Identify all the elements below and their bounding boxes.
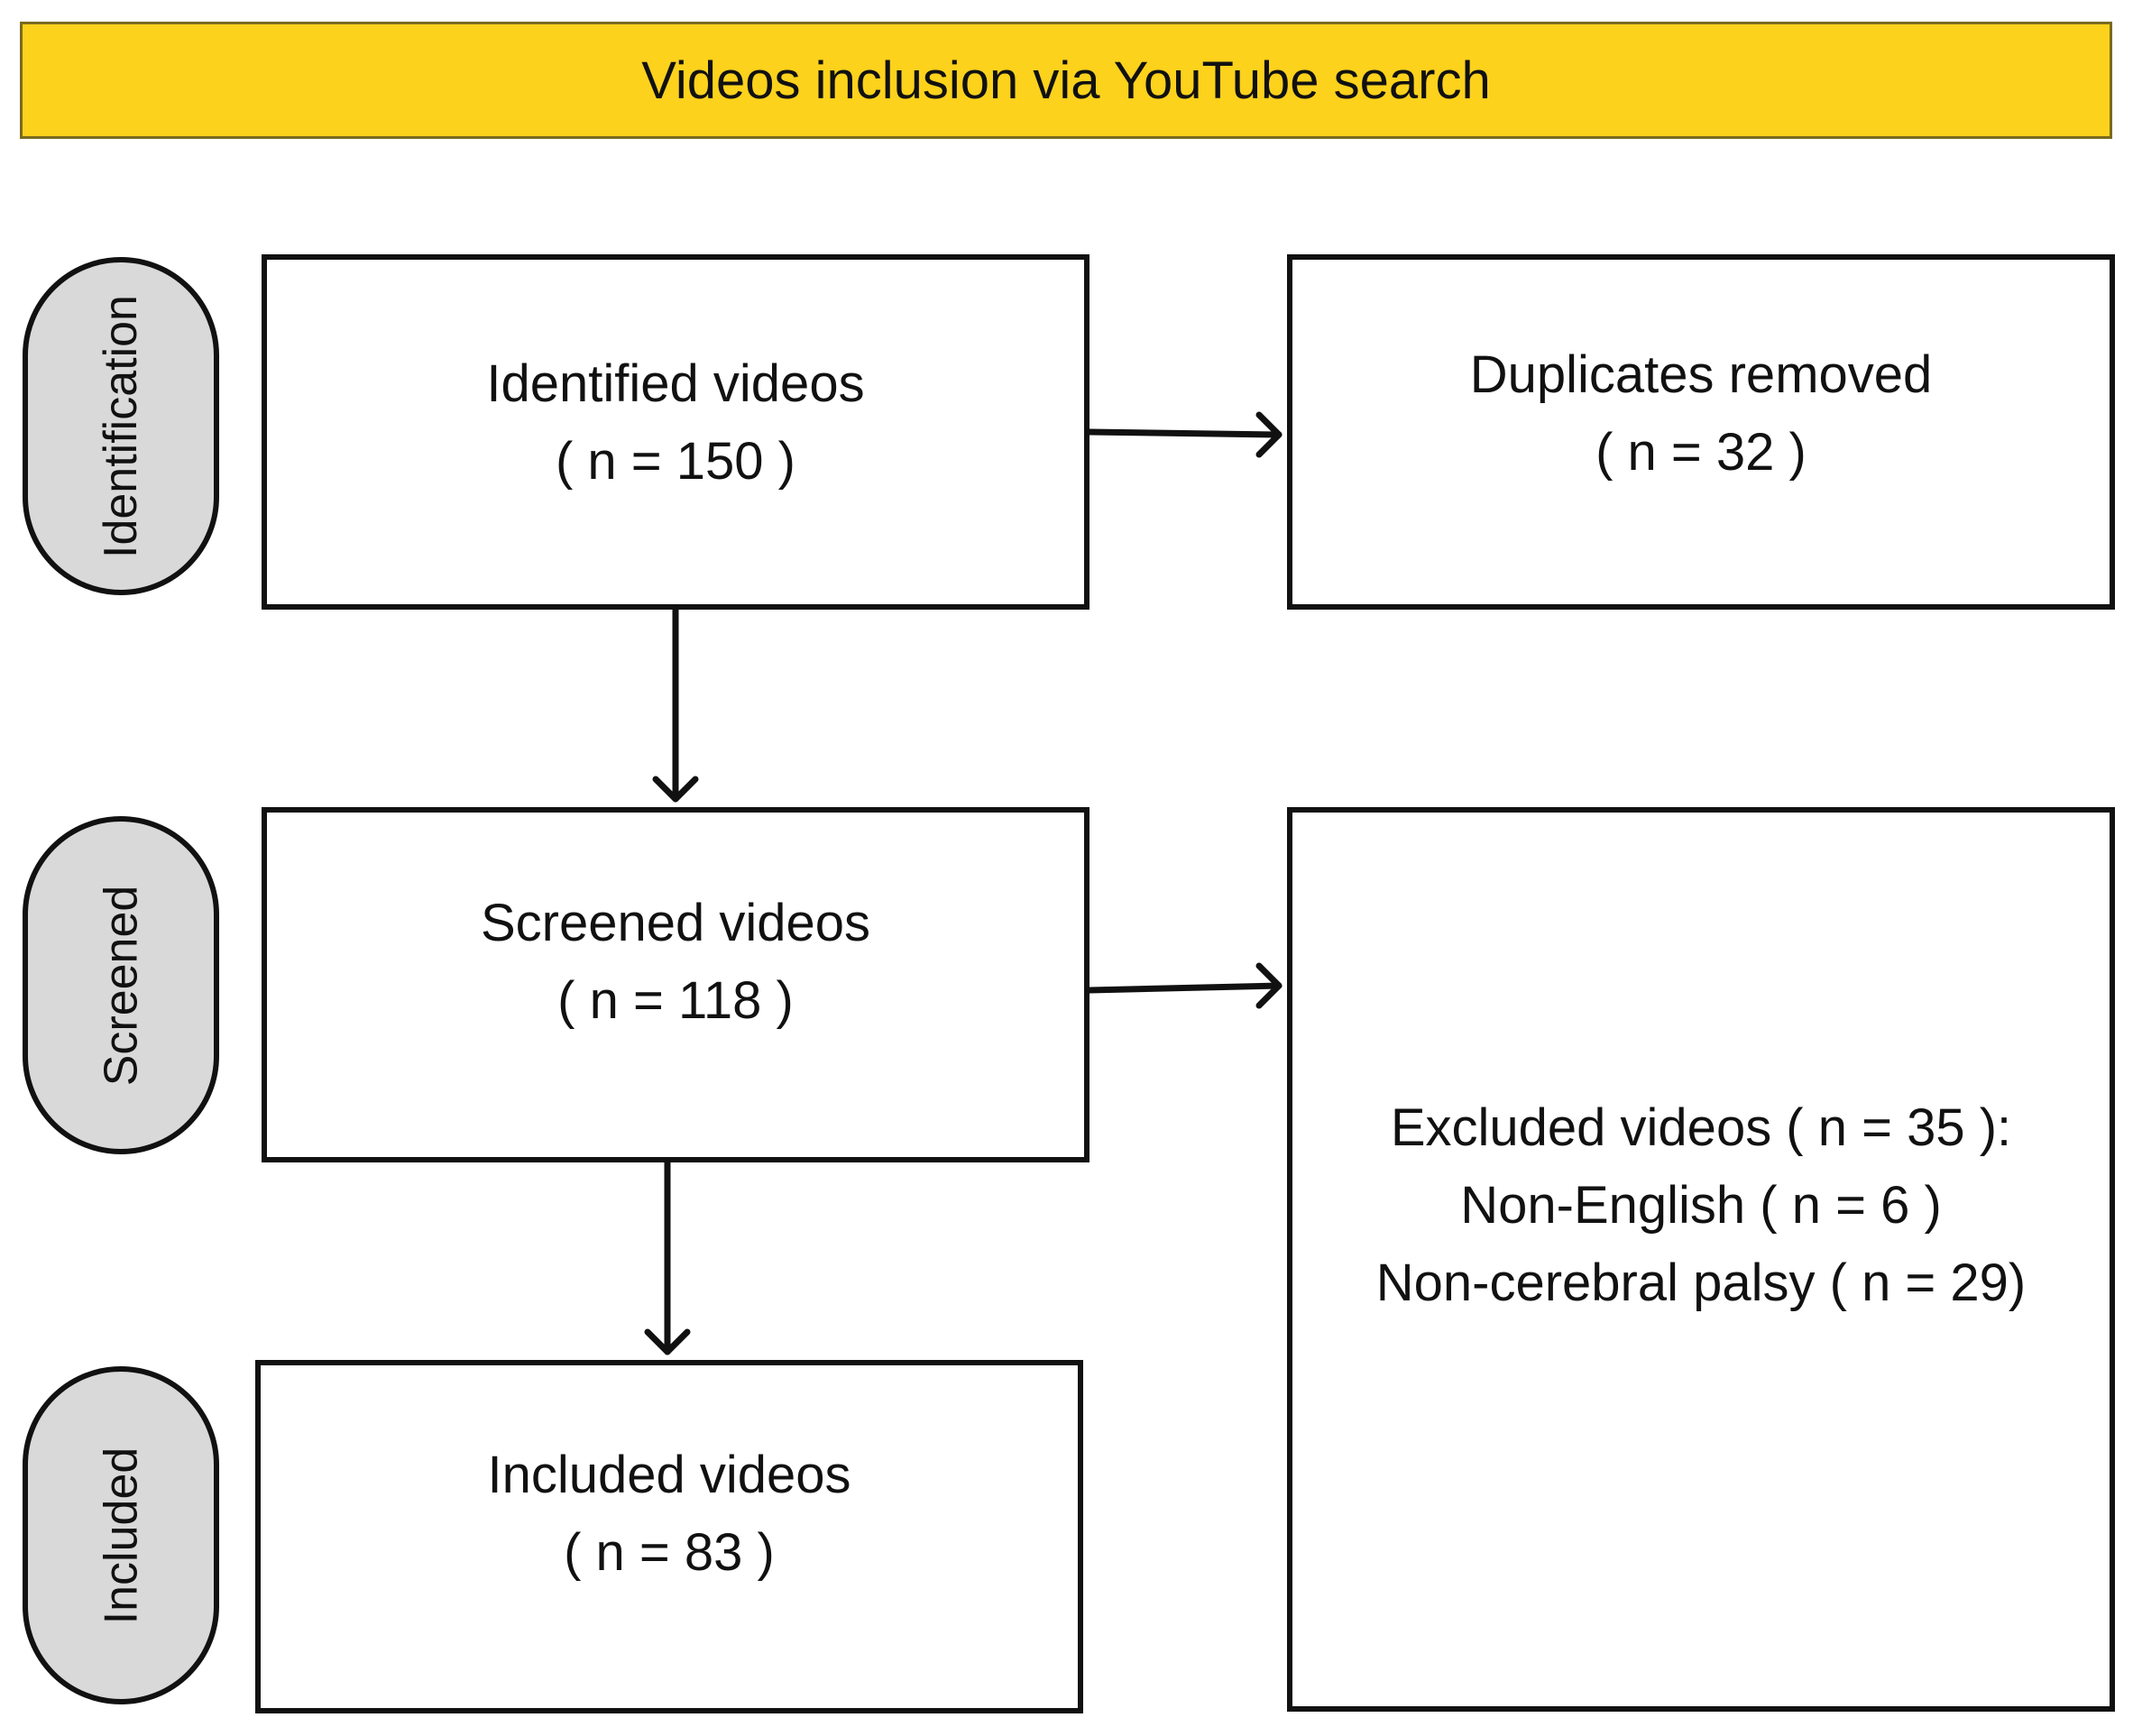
excluded-videos-label: Excluded videos ( n = 35 ): (1390, 1098, 2012, 1157)
excluded-reason-non-cerebral-palsy: Non-cerebral palsy ( n = 29) (1375, 1253, 2027, 1312)
arrow-identified-to-screened (652, 606, 699, 803)
stage-included-label: Included (94, 1447, 147, 1624)
stage-identification-label: Identification (95, 294, 147, 558)
arrow-screened-to-included (644, 1159, 691, 1355)
duplicates-removed-label: Duplicates removed (1469, 345, 1933, 404)
screened-videos-count: ( n = 118 ) (557, 971, 794, 1030)
duplicates-removed-box: Duplicates removed ( n = 32 ) (1287, 254, 2115, 610)
duplicates-removed-count: ( n = 32 ) (1595, 423, 1807, 482)
screened-videos-box: Screened videos ( n = 118 ) (262, 807, 1089, 1162)
included-videos-box: Included videos ( n = 83 ) (255, 1360, 1083, 1713)
stage-included: Included (23, 1366, 219, 1704)
stage-screened-label: Screened (95, 885, 148, 1086)
banner-title: Videos inclusion via YouTube search (641, 51, 1491, 110)
excluded-reason-non-english: Non-English ( n = 6 ) (1460, 1175, 1942, 1235)
identified-videos-label: Identified videos (486, 354, 865, 413)
stage-screened: Screened (23, 816, 219, 1154)
header-banner: Videos inclusion via YouTube search (20, 22, 2112, 139)
identified-videos-count: ( n = 150 ) (556, 432, 795, 491)
included-videos-label: Included videos (487, 1446, 851, 1504)
arrow-identified-to-duplicates (1086, 411, 1283, 458)
identified-videos-box: Identified videos ( n = 150 ) (262, 254, 1089, 610)
screened-videos-label: Screened videos (480, 894, 871, 952)
arrow-screened-to-excluded (1086, 962, 1283, 1009)
stage-identification: Identification (23, 257, 219, 595)
included-videos-count: ( n = 83 ) (564, 1523, 775, 1582)
excluded-videos-box: Excluded videos ( n = 35 ): Non-English … (1287, 807, 2115, 1712)
